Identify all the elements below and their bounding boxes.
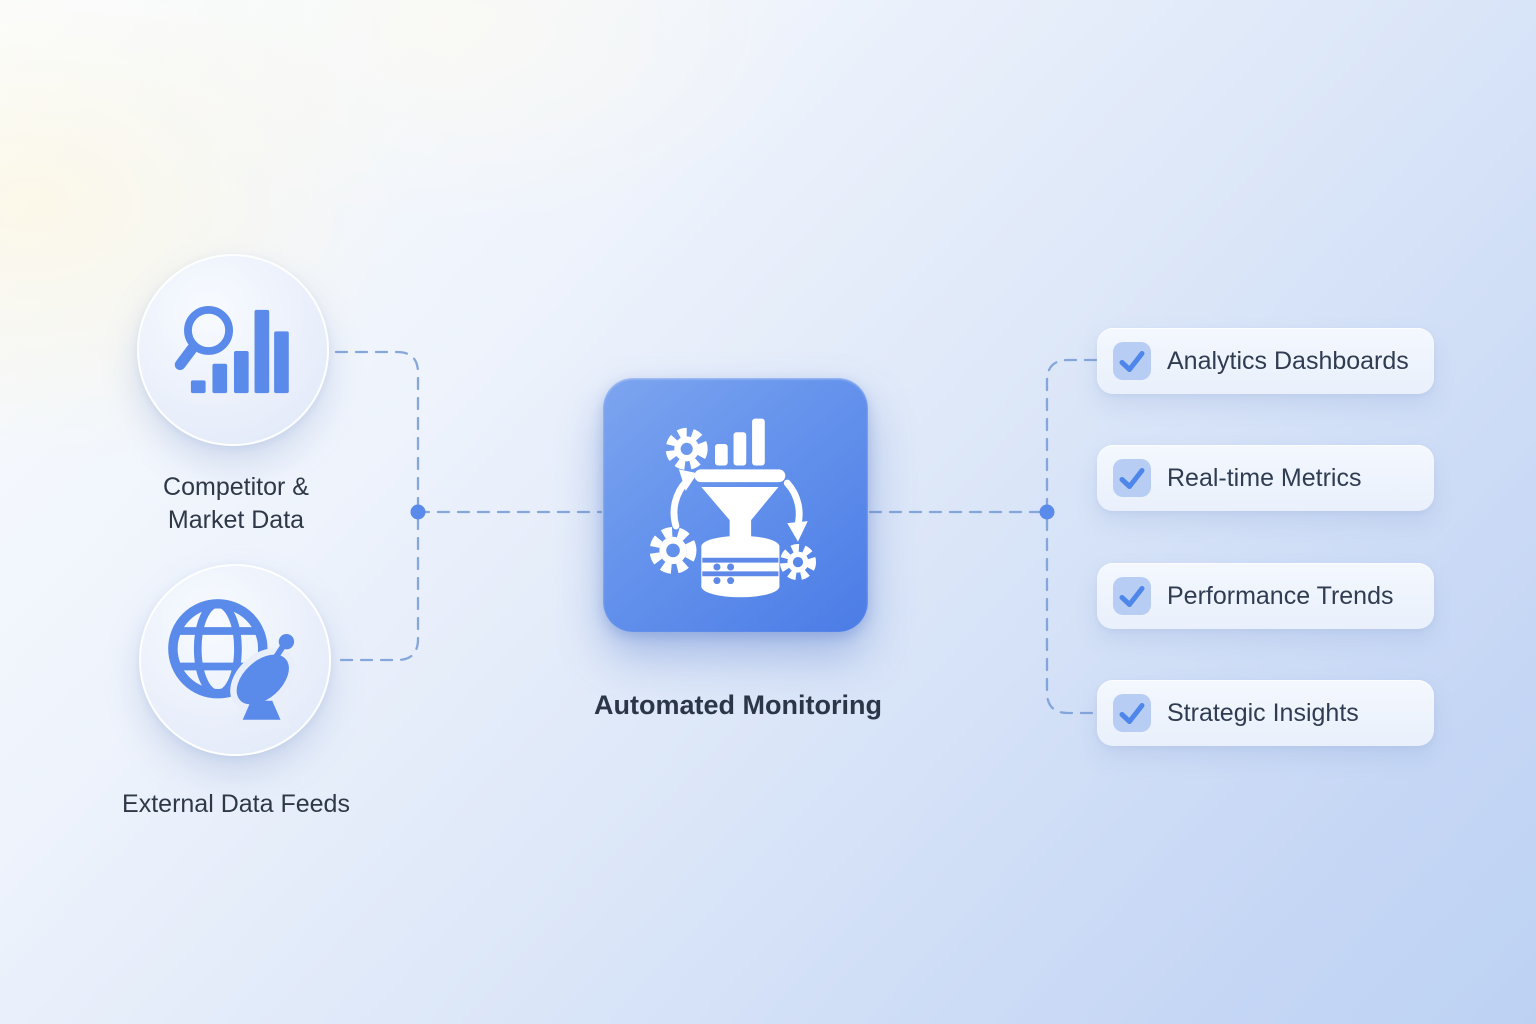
source-node-external-data-feeds — [139, 564, 331, 756]
source-label-competitor-market-data: Competitor & Market Data — [163, 473, 309, 534]
left-junction-dot — [410, 504, 426, 520]
source-label-external-data-feeds: External Data Feeds — [122, 790, 350, 818]
processor-label-automated-monitoring: Automated Monitoring — [594, 690, 882, 720]
checkmark-icon — [1119, 586, 1145, 607]
output-label: Strategic Insights — [1167, 698, 1359, 727]
output-card-real-time-metrics: Real-time Metrics — [1097, 445, 1434, 511]
left-bracket-connector — [332, 350, 420, 662]
output-card-analytics-dashboards: Analytics Dashboards — [1097, 328, 1434, 394]
checkmark-icon — [1119, 703, 1145, 724]
output-label: Performance Trends — [1167, 581, 1394, 610]
output-label: Real-time Metrics — [1167, 463, 1362, 492]
magnifier-bar-chart-icon — [174, 305, 289, 393]
checkmark-icon — [1119, 468, 1145, 489]
output-card-strategic-insights: Strategic Insights — [1097, 680, 1434, 746]
right-bracket-connector — [1045, 358, 1098, 715]
checkbox-checked-icon[interactable] — [1113, 694, 1151, 732]
source-node-competitor-market-data — [137, 254, 329, 446]
processor-node-automated-monitoring — [603, 378, 868, 632]
globe-satellite-dish-icon — [168, 599, 296, 728]
funnel-gears-database-icon — [649, 418, 817, 597]
checkbox-checked-icon[interactable] — [1113, 459, 1151, 497]
right-junction-dot — [1039, 504, 1055, 520]
output-card-performance-trends: Performance Trends — [1097, 563, 1434, 629]
checkbox-checked-icon[interactable] — [1113, 577, 1151, 615]
checkmark-icon — [1119, 351, 1145, 372]
output-label: Analytics Dashboards — [1167, 346, 1409, 375]
checkbox-checked-icon[interactable] — [1113, 342, 1151, 380]
